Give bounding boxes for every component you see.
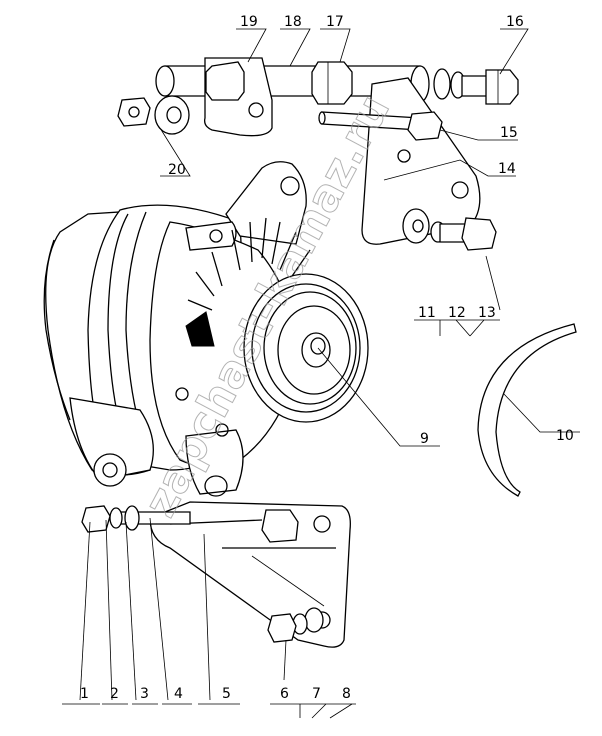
alternator	[43, 161, 369, 497]
callout-5: 5	[222, 686, 231, 702]
callout-18: 18	[284, 14, 302, 30]
lower-bracket-assembly	[81, 501, 351, 648]
callout-20: 20	[168, 162, 186, 178]
callout-12: 12	[448, 305, 466, 321]
callout-2: 2	[110, 686, 119, 702]
callout-10: 10	[556, 428, 574, 444]
callout-7: 7	[312, 686, 321, 702]
callout-11: 11	[418, 305, 436, 321]
callout-16: 16	[506, 14, 524, 30]
leader-lines	[62, 28, 580, 719]
nut-and-washer-20	[117, 95, 190, 135]
callout-1: 1	[80, 686, 89, 702]
callout-8: 8	[342, 686, 351, 702]
callout-17: 17	[326, 14, 344, 30]
fan-belt-10	[477, 323, 577, 497]
callout-3: 3	[140, 686, 149, 702]
callout-9: 9	[420, 431, 429, 447]
callout-15: 15	[500, 125, 518, 141]
callout-14: 14	[498, 161, 516, 177]
callout-4: 4	[174, 686, 183, 702]
callout-6: 6	[280, 686, 289, 702]
callout-19: 19	[240, 14, 258, 30]
upper-tension-bar-assembly	[155, 57, 519, 137]
callout-13: 13	[478, 305, 496, 321]
adjusting-bracket-14	[318, 77, 497, 251]
callout-labels: 1 2 3 4 5 6 7 8 9 10 11 12 13 14 15 16 1…	[80, 14, 574, 702]
